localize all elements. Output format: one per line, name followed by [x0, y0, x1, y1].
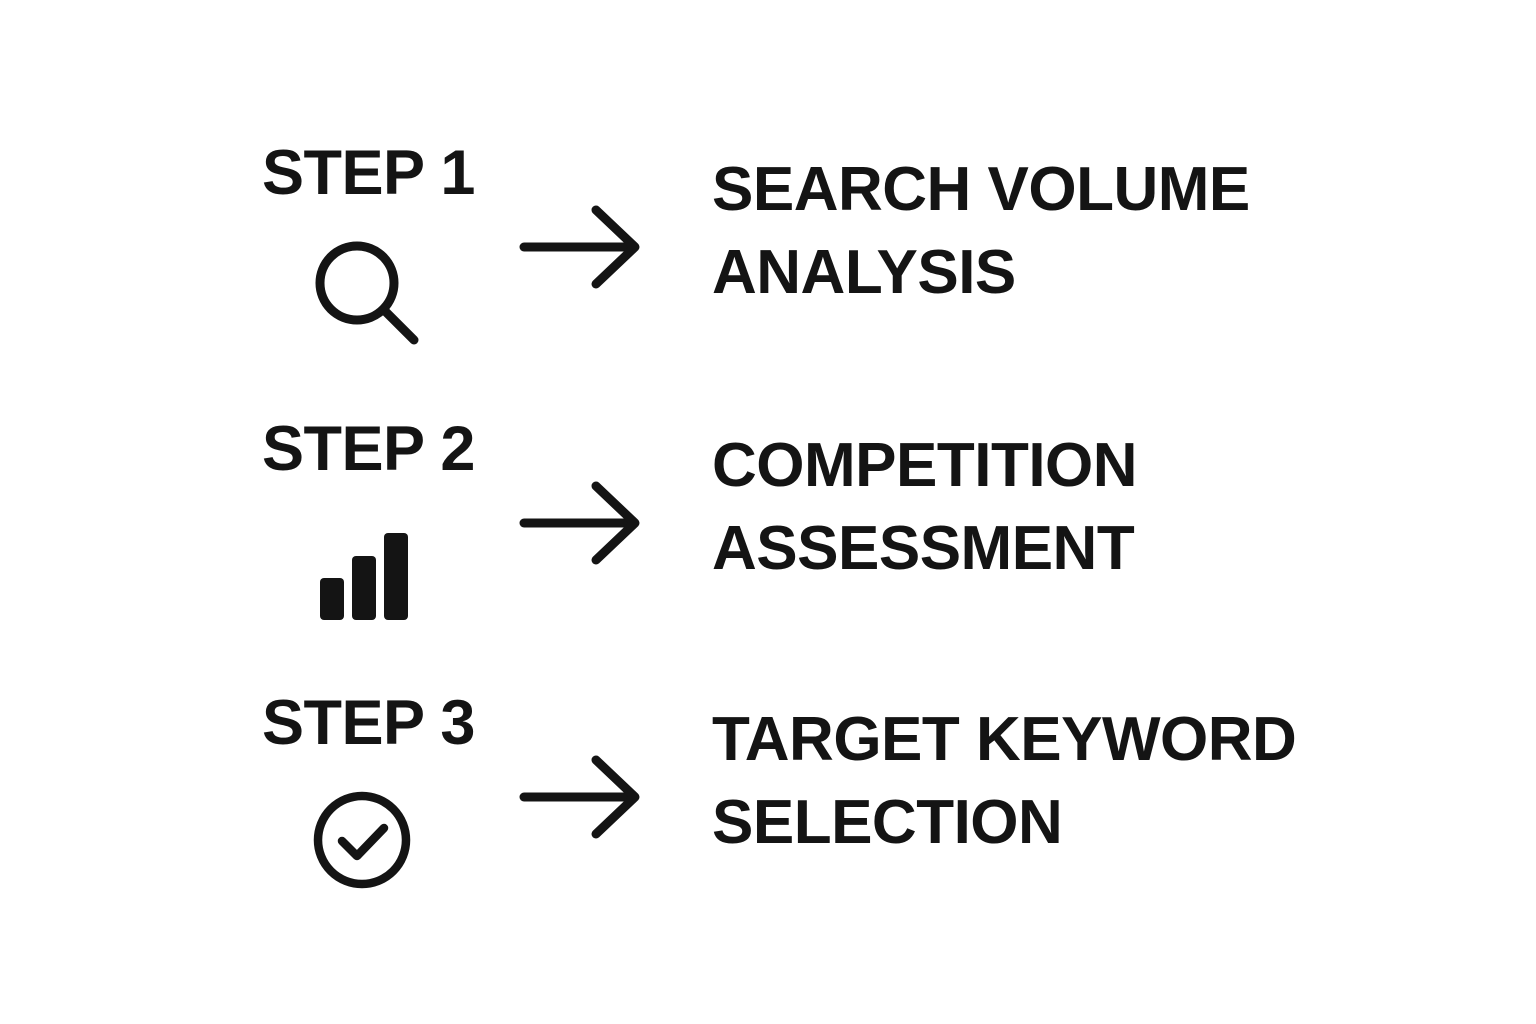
- step-1-title-line-2: ANALYSIS: [712, 238, 1016, 307]
- step-2-label: STEP 2: [262, 414, 475, 484]
- step-2-title: COMPETITION ASSESSMENT: [712, 424, 1412, 590]
- step-row: STEP 1 SEARCH VOLUME ANALYSIS: [0, 140, 1536, 400]
- step-1-title-line-1: SEARCH VOLUME: [712, 155, 1250, 224]
- step-2-left-column: STEP 2: [262, 416, 512, 646]
- step-3-label: STEP 3: [262, 688, 475, 758]
- step-3-title: TARGET KEYWORD SELECTION: [712, 698, 1412, 864]
- step-3-arrow: [518, 752, 648, 842]
- step-row: STEP 2 COMPETITION ASSESSMENT: [0, 416, 1536, 676]
- bar-chart-icon: [306, 508, 426, 628]
- step-3-title-line-2: SELECTION: [712, 788, 1063, 857]
- check-circle-icon: [306, 782, 426, 902]
- step-2-title-line-2: ASSESSMENT: [712, 514, 1135, 583]
- step-row: STEP 3 TARGET KEYWORD SELECTION: [0, 690, 1536, 950]
- step-1-title: SEARCH VOLUME ANALYSIS: [712, 148, 1412, 314]
- step-1-arrow: [518, 202, 648, 292]
- step-2-arrow: [518, 478, 648, 568]
- magnifier-icon: [306, 232, 426, 352]
- step-3-left-column: STEP 3: [262, 690, 512, 920]
- step-3-title-line-1: TARGET KEYWORD: [712, 705, 1297, 774]
- step-1-left-column: STEP 1: [262, 140, 512, 370]
- step-2-title-line-1: COMPETITION: [712, 431, 1138, 500]
- step-1-label: STEP 1: [262, 138, 475, 208]
